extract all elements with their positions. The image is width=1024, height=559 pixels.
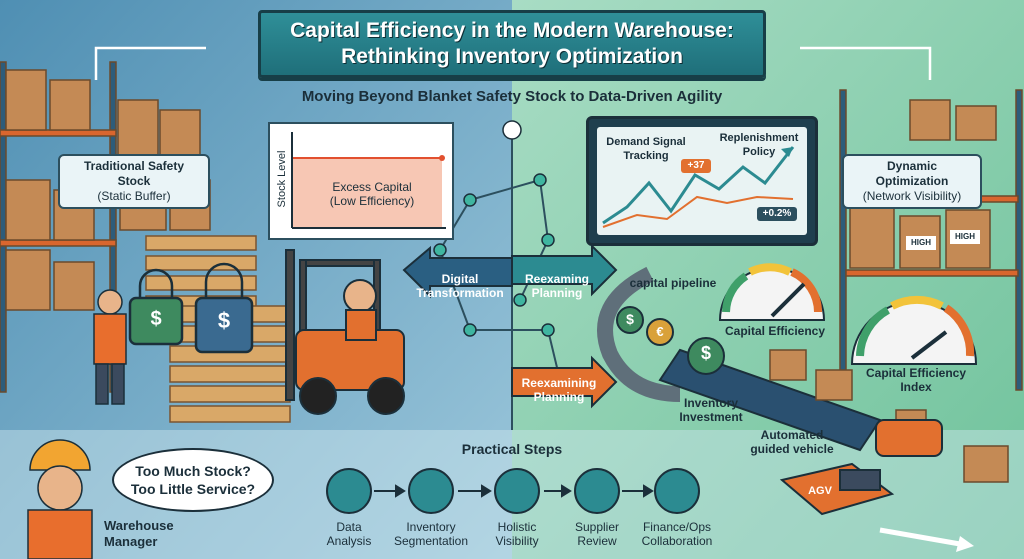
dynamic-optimization-tag: Dynamic Optimization (Network Visibility… [842, 154, 982, 209]
practical-steps-title: Practical Steps [461, 441, 563, 457]
reexamining-planning-label: Reexamining Planning [514, 376, 604, 404]
cei-line-2: Index [900, 380, 932, 394]
left-worker [93, 289, 127, 405]
replen-line-2: Policy [742, 146, 776, 158]
coin-euro: € [656, 324, 664, 339]
capital-efficiency-index-label: Capital Efficiency Index [856, 366, 976, 394]
step-2-line-2: Segmentation [393, 534, 469, 548]
cei-line-1: Capital Efficiency [865, 366, 967, 380]
replenishment-label: Replenishment Policy [713, 131, 805, 159]
step-data-analysis: Data Analysis [294, 520, 404, 548]
reexaming-line-1: Reexaming [524, 272, 590, 286]
step-finance-ops-collaboration: Finance/Ops Collaboration [622, 520, 732, 548]
steps-connectors [374, 484, 654, 498]
manager-line-2: Manager [104, 534, 158, 549]
capital-efficiency-gauge-label: Capital Efficiency [724, 324, 826, 338]
blue-lock-dollar: $ [217, 308, 231, 333]
agv-vehicles [779, 419, 943, 516]
padlocks [128, 262, 254, 354]
holistic-visibility-icon [494, 468, 540, 514]
badge-pct: +0.2% [757, 207, 797, 221]
step-4-line-2: Review [577, 534, 617, 548]
step-3-line-1: Holistic [497, 520, 537, 534]
collaboration-handshake-icon [654, 468, 700, 514]
agv-vehicle-text: AGV [808, 485, 832, 497]
step-1-line-1: Data [336, 520, 362, 534]
excess-capital-label: Excess Capital (Low Efficiency) [304, 180, 440, 208]
stock-level-plot [291, 132, 446, 229]
chart-axis-label: Stock Level [276, 150, 288, 208]
title-line-2: Rethinking Inventory Optimization [341, 45, 683, 68]
manager-thought-bubble: Too Much Stock? Too Little Service? [112, 448, 274, 512]
banner-arrow-left [94, 46, 206, 80]
subtitle: Moving Beyond Blanket Safety Stock to Da… [301, 88, 723, 105]
step-inventory-segmentation: Inventory Segmentation [376, 520, 486, 548]
agv-line-2: guided vehicle [750, 442, 834, 456]
coins [616, 306, 725, 375]
green-lock-dollar: $ [150, 308, 162, 330]
coin-dollar-2: $ [700, 343, 711, 363]
box-high-label-2: HIGH [950, 230, 980, 244]
reexamining-line-1: Reexamining [521, 376, 597, 390]
capital-pipeline-label: capital pipeline [629, 276, 717, 290]
reexaming-line-2: Planning [531, 286, 583, 300]
dashboard-screen: Demand Signal Tracking Replenishment Pol… [597, 127, 807, 235]
badge-up: +37 [681, 159, 711, 173]
reexamining-line-2: Planning [533, 390, 585, 404]
step-2-line-1: Inventory [406, 520, 456, 534]
manager-line-1: Warehouse [104, 518, 174, 533]
data-analysis-icon [326, 468, 372, 514]
reexaming-planning-arrow [511, 243, 618, 297]
inventory-investment-label: Inventory Investment [666, 396, 756, 424]
demand-signal-label: Demand Signal Tracking [601, 135, 691, 163]
dynamic-tag-subtitle: (Network Visibility) [862, 189, 962, 203]
step-4-line-1: Supplier [574, 520, 620, 534]
dynamic-tag-title: Dynamic Optimization [875, 159, 949, 188]
manager-figure [27, 439, 93, 559]
digital-line-1: Digital [441, 272, 479, 286]
digital-line-2: Transformation [416, 286, 504, 300]
stock-level-chart: Stock Level Excess Capital (Low Efficien… [268, 122, 454, 240]
step-holistic-visibility: Holistic Visibility [462, 520, 572, 548]
step-supplier-review: Supplier Review [542, 520, 652, 548]
reexamining-planning-arrow [511, 355, 618, 409]
tag-subtitle: (Static Buffer) [97, 189, 171, 203]
agv-trail-arrow [879, 527, 961, 547]
agv-line-1: Automated [760, 428, 824, 442]
inv-line-1: Inventory [683, 396, 738, 410]
traditional-safety-stock-tag: Traditional Safety Stock (Static Buffer) [58, 154, 210, 209]
title-banner: Capital Efficiency in the Modern Warehou… [258, 10, 766, 78]
inventory-segmentation-icon [408, 468, 454, 514]
box-high-label-1: HIGH [906, 236, 936, 250]
step-5-line-1: Finance/Ops [642, 520, 712, 534]
demand-trend-line [602, 146, 795, 228]
reexaming-planning-label: Reexaming Planning [514, 272, 600, 300]
capital-pipeline [597, 266, 681, 402]
demand-dashboard: Demand Signal Tracking Replenishment Pol… [586, 116, 818, 246]
forklift [285, 249, 405, 415]
bubble-line-1: Too Much Stock? [135, 463, 251, 479]
supplier-review-icon [574, 468, 620, 514]
demand-line-1: Demand Signal [606, 136, 686, 148]
excess-capital-line-1: Excess Capital [332, 180, 412, 194]
excess-capital-line-2: (Low Efficiency) [329, 194, 415, 208]
tag-title: Traditional Safety Stock [83, 159, 185, 188]
coin-dollar-1: $ [626, 311, 634, 327]
replen-line-1: Replenishment [719, 132, 799, 144]
conveyor-belt [658, 348, 882, 452]
bubble-line-2: Too Little Service? [130, 481, 256, 497]
agv-label: Automated guided vehicle [740, 428, 844, 456]
step-3-line-2: Visibility [495, 534, 539, 548]
title-line-1: Capital Efficiency in the Modern Warehou… [290, 19, 734, 42]
step-1-line-2: Analysis [326, 534, 372, 548]
demand-line-2: Tracking [623, 150, 669, 162]
warehouse-manager-label: Warehouse Manager [104, 518, 194, 550]
inv-line-2: Investment [679, 410, 743, 424]
banner-arrow-right [800, 46, 932, 80]
step-5-line-2: Collaboration [641, 534, 713, 548]
digital-transformation-label: Digital Transformation [412, 272, 508, 300]
gauges [718, 263, 978, 365]
